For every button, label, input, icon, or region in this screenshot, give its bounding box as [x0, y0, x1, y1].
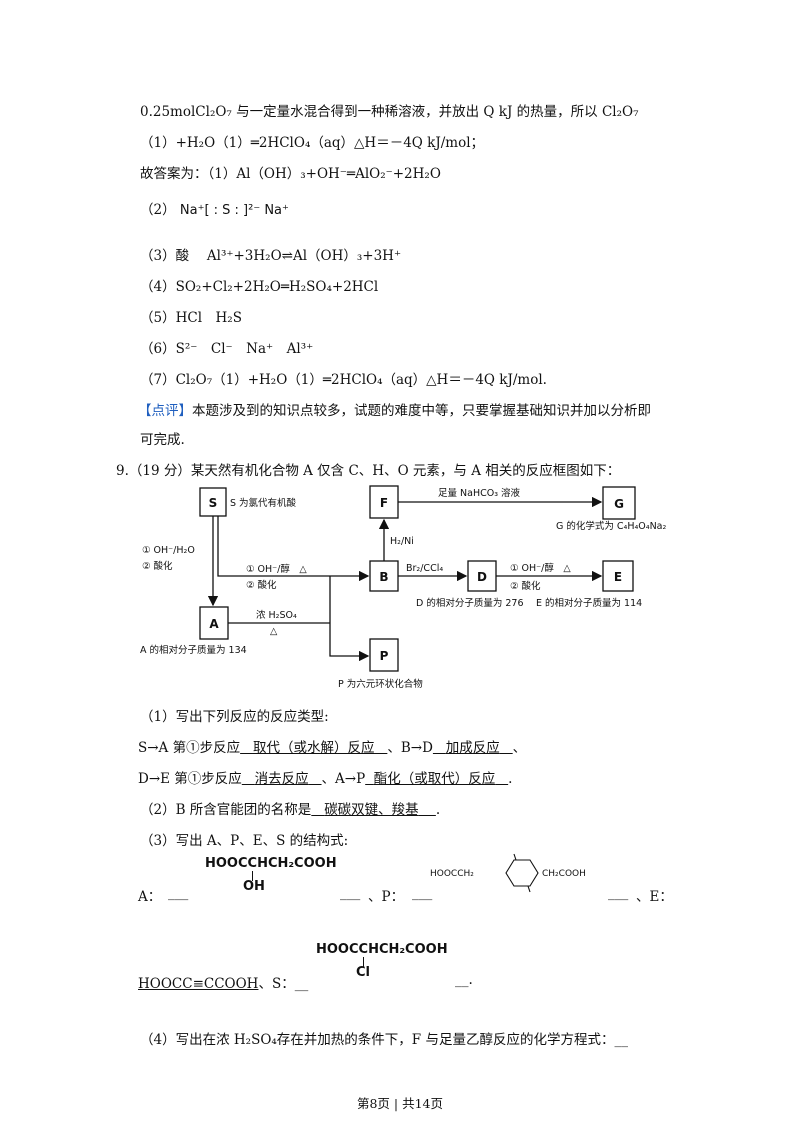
box-P: [369, 638, 399, 672]
answer-line-6: （4）SO₂+Cl₂+2H₂O═H₂SO₄+2HCl: [140, 279, 379, 295]
comment-tag: 【点评】: [138, 403, 192, 419]
struct-S: HOOCCHCH₂COOH Cl: [316, 942, 448, 980]
cond-A-B-1: 浓 H₂SO₄: [256, 609, 297, 621]
e-row: HOOCC≡CCOOH、S：__: [138, 976, 309, 992]
sub-2: （2）B 所含官能团的名称是 碳碳双键、羧基 .: [140, 802, 441, 818]
label-G: G: [614, 497, 624, 511]
s-a-answer: 取代（或水解）反应: [252, 740, 375, 756]
b-d-prefix: 、B→D: [387, 740, 433, 756]
b-d-answer: 加成反应: [445, 740, 500, 756]
p-blank: ___: [412, 885, 433, 901]
d-e-answer: 消去反应: [254, 771, 309, 787]
a-blank: ___: [168, 885, 189, 901]
answer-line-9: （7）Cl₂O₇（1）+H₂O（1）═2HClO₄（aq）△H＝－4Q kJ/m…: [140, 372, 547, 388]
a-p-answer: 酯化（或取代）反应: [373, 771, 496, 787]
answer-line-1: 0.25molCl₂O₇ 与一定量水混合得到一种稀溶液，并放出 Q kJ 的热量…: [140, 104, 639, 120]
sub-1-line-a: S→A 第①步反应 取代（或水解）反应 、B→D 加成反应 、: [138, 740, 527, 756]
p-label: 、P：: [368, 889, 405, 905]
note-E: E 的相对分子质量为 114: [536, 597, 642, 609]
label-E: E: [614, 570, 622, 584]
cond-D-E-2: ② 酸化: [510, 580, 541, 592]
e-answer: HOOCC≡CCOOH: [138, 976, 259, 992]
na2s-electron-formula: Na⁺[ : S : ]²⁻ Na⁺: [179, 203, 289, 218]
answer-line-3: 故答案为：（1）Al（OH）₃+OH⁻═AlO₂⁻+2H₂O: [140, 166, 441, 182]
box-G: [602, 486, 636, 520]
label-F: F: [380, 496, 388, 510]
s-label: 、S：: [258, 976, 295, 992]
a-p-prefix: 、A→P: [321, 771, 366, 787]
struct-A-row: A：: [138, 889, 162, 905]
p-blank-end: ___: [608, 885, 629, 901]
answer-line-5: （3）酸 Al³⁺+3H₂O⇌Al（OH）₃+3H⁺: [140, 248, 402, 264]
cond-B-F: H₂/Ni: [390, 536, 414, 547]
note-G: G 的化学式为 C₄H₄O₄Na₂: [556, 520, 667, 532]
struct-P: HOOCCH₂ CH₂COOH: [430, 853, 586, 893]
s-end: __.: [455, 972, 473, 988]
comment-cont: 可完成.: [140, 432, 185, 448]
p-right-substituent: CH₂COOH: [542, 869, 586, 879]
label-S: S: [209, 496, 218, 510]
sub-1-line-b: D→E 第①步反应 消去反应 、A→P 酯化（或取代）反应 .: [138, 771, 513, 787]
cond-S-A-2: ② 酸化: [142, 560, 173, 572]
functional-groups-answer: 碳碳双键、羧基: [324, 802, 419, 818]
reaction-diagram: S A B F D E G P S 为氯代有机酸 ① OH⁻/H₂O ② 酸化 …: [140, 485, 667, 690]
box-E: [602, 560, 634, 592]
answer-line-2: （1）+H₂O（1）═2HClO₄（aq）△H＝－4Q kJ/mol；: [140, 135, 485, 151]
struct-A: HOOCCHCH₂COOH OH: [205, 856, 337, 894]
label-D: D: [477, 570, 487, 584]
page-footer: 第8页 | 共14页: [356, 1096, 444, 1111]
answer-line-8: （6）S²⁻ Cl⁻ Na⁺ Al³⁺: [140, 341, 314, 357]
arrow-A-P: [329, 623, 370, 662]
sub-1: （1）写出下列反应的反应类型:: [140, 709, 329, 725]
cond-B-D: Br₂/CCl₄: [406, 563, 443, 574]
d-e-prefix: D→E 第①步反应: [138, 771, 242, 787]
label-B: B: [379, 570, 388, 584]
note-A: A 的相对分子质量为 134: [140, 644, 247, 656]
answer-line-4: （2） Na⁺[ : S : ]²⁻ Na⁺: [140, 198, 289, 218]
p-left-substituent: HOOCCH₂: [430, 869, 474, 879]
cond-S-A-1: ① OH⁻/H₂O: [142, 545, 195, 556]
a-blank-end: ___: [340, 885, 361, 901]
answer-line-7: （5）HCl H₂S: [140, 310, 242, 326]
sub-4: （4）写出在浓 H₂SO₄存在并加热的条件下，F 与足量乙醇反应的化学方程式：_…: [140, 1032, 628, 1048]
cond-A-B-2: △: [270, 626, 278, 637]
note-S: S 为氯代有机酸: [230, 497, 297, 509]
cond-S-B-2: ② 酸化: [246, 579, 277, 591]
sub-2-prefix: （2）B 所含官能团的名称是: [140, 802, 312, 818]
sub-3: （3）写出 A、P、E、S 的结构式:: [140, 833, 349, 849]
note-D: D 的相对分子质量为 276: [416, 597, 524, 609]
arrow-S-B: [217, 516, 370, 582]
cond-F-G: 足量 NaHCO₃ 溶液: [438, 487, 521, 499]
comment-text: 本题涉及到的知识点较多，试题的难度中等，只要掌握基础知识并加以分析即: [192, 403, 651, 419]
comment: 【点评】本题涉及到的知识点较多，试题的难度中等，只要掌握基础知识并加以分析即: [138, 399, 651, 419]
note-P: P 为六元环状化合物: [338, 678, 423, 690]
label-P: P: [380, 649, 389, 663]
cond-S-B-1: ① OH⁻/醇 △: [246, 563, 307, 575]
label-A: A: [209, 617, 219, 631]
answer-2-prefix: （2）: [140, 202, 176, 218]
question-9: 9.（19 分）某天然有机化合物 A 仅含 C、H、O 元素，与 A 相关的反应…: [116, 463, 621, 479]
e-label: 、E：: [636, 889, 673, 905]
cond-D-E-1: ① OH⁻/醇 △: [510, 562, 571, 574]
s-a-prefix: S→A 第①步反应: [138, 740, 241, 756]
